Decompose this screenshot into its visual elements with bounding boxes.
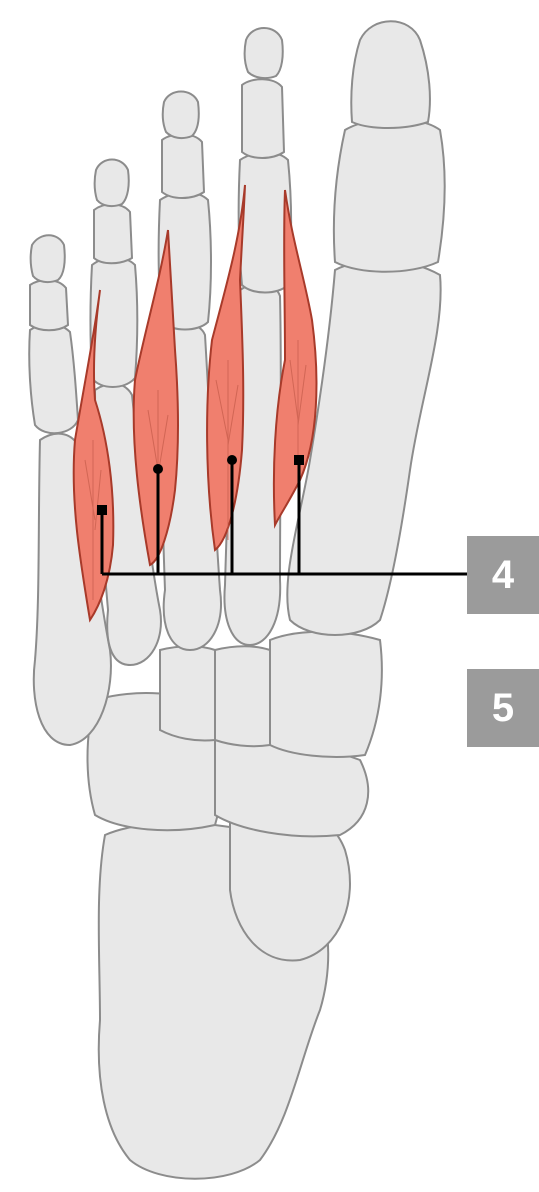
label-badge-5: 5 [467,669,539,747]
toe-1-distal-bone [351,21,430,128]
leader-point-2 [153,464,163,474]
toe-2-distal-bone [245,28,283,78]
toe-3-middle-bone [162,134,204,198]
cuneiform-2-bone [215,646,270,746]
toe-2-middle-bone [242,79,284,158]
toe-4-distal-bone [95,160,129,207]
toe-5-middle-bone [30,280,68,330]
cuneiform-3-bone [160,646,215,740]
label-badge-4: 4 [467,536,539,614]
label-badge-4-text: 4 [492,553,514,598]
toe-4-proximal-bone [91,258,138,388]
cuneiform-1-bone [270,632,382,757]
toe-5-distal-bone [31,235,65,282]
leader-point-1 [97,505,107,515]
toe-2-proximal-bone [239,153,291,293]
label-badge-5-text: 5 [492,686,514,731]
toe-4-middle-bone [94,204,132,263]
leader-point-4 [294,455,304,465]
toe-1-proximal-bone [334,119,445,272]
toe-3-distal-bone [163,92,199,139]
toe-5-proximal-bone [29,324,78,433]
leader-point-3 [227,455,237,465]
